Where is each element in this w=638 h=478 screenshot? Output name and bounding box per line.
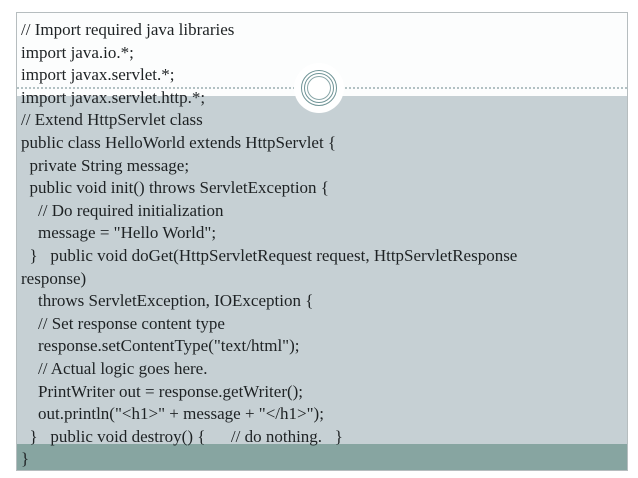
code-line: message = "Hello World"; <box>21 223 217 243</box>
code-line: private String message; <box>21 155 190 175</box>
code-line: response) <box>21 268 87 288</box>
circle-ornament-icon <box>301 70 337 106</box>
code-line: } public void destroy() { // do nothing.… <box>21 426 343 446</box>
code-line: } <box>21 449 30 469</box>
code-line: // Extend HttpServlet class <box>21 110 203 130</box>
code-line: // Import required java libraries <box>21 20 235 39</box>
code-line: // Actual logic goes here. <box>21 358 208 378</box>
code-line: import java.io.*; <box>21 42 134 62</box>
code-block: // Import required java libraries import … <box>21 19 625 470</box>
code-line: public class HelloWorld extends HttpServ… <box>21 132 337 152</box>
code-line: import javax.servlet.http.*; <box>21 87 206 107</box>
code-line: } public void doGet(HttpServletRequest r… <box>21 245 518 265</box>
code-line: response.setContentType("text/html"); <box>21 336 300 356</box>
slide-frame: // Import required java libraries import … <box>16 12 628 471</box>
code-line: out.println("<h1>" + message + "</h1>"); <box>21 404 324 424</box>
code-line: // Set response content type <box>21 313 225 333</box>
code-line: import javax.servlet.*; <box>21 65 175 85</box>
slide-footer-band <box>17 444 627 470</box>
code-line: public void init() throws ServletExcepti… <box>21 178 329 198</box>
code-line: PrintWriter out = response.getWriter(); <box>21 381 304 401</box>
slide-body-band <box>17 96 627 444</box>
code-line: throws ServletException, IOException { <box>21 291 314 311</box>
code-line: // Do required initialization <box>21 200 224 220</box>
